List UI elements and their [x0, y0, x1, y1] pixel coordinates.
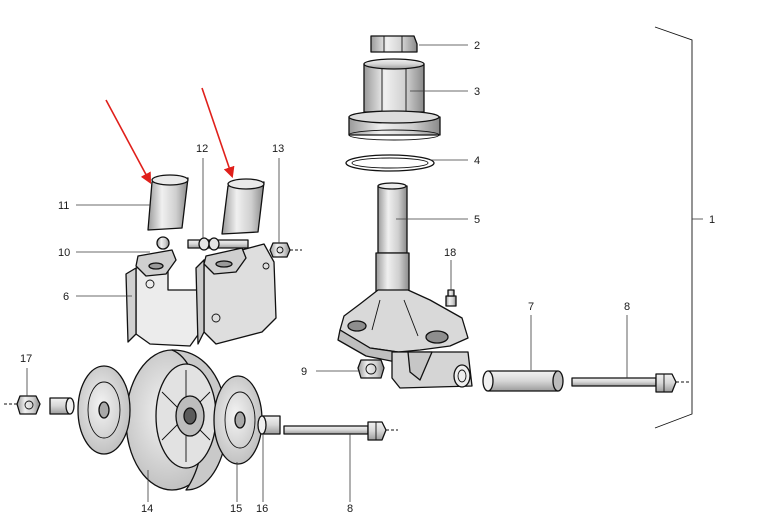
callout-7: 7 [528, 301, 534, 313]
part-15-hub-disc-left [77, 365, 131, 455]
part-8-axle-bolt-bottom [283, 421, 398, 441]
part-9-nut [357, 359, 385, 379]
part-7-spacer-tube [482, 370, 564, 392]
callout-1: 1 [709, 214, 715, 226]
callout-18: 18 [444, 247, 456, 259]
callout-17: 17 [20, 353, 32, 365]
part-2-hex-nut [370, 35, 418, 53]
part-15-hub-disc [213, 375, 263, 465]
assembly-bracket-1 [654, 26, 693, 429]
part-5-kingpin-shaft [375, 182, 410, 301]
leader-lines [26, 44, 703, 502]
callout-4: 4 [474, 155, 480, 167]
callout-3: 3 [474, 86, 480, 98]
callout-16: 16 [256, 503, 268, 515]
part-11-bumper-left [147, 174, 189, 231]
callout-2: 2 [474, 40, 480, 52]
swivel-fork-body [337, 289, 473, 389]
callout-6: 6 [63, 291, 69, 303]
callout-11: 11 [58, 200, 69, 212]
callout-12: 12 [196, 143, 208, 155]
callout-15: 15 [230, 503, 242, 515]
part-17-nut [4, 395, 75, 415]
part-3-bearing-housing [348, 58, 441, 141]
part-11-bumper-right [221, 178, 265, 235]
part-18-grease-fitting [445, 289, 457, 307]
part-8-axle-bolt-right [571, 373, 690, 393]
callout-8-bottom: 8 [347, 503, 353, 515]
callout-9: 9 [301, 366, 307, 378]
highlight-arrow-left [105, 99, 152, 184]
callout-14: 14 [141, 503, 153, 515]
callout-8-right: 8 [624, 301, 630, 313]
highlight-arrow-right [201, 87, 235, 179]
part-16-bushing [257, 415, 281, 435]
part-12-pin [187, 237, 249, 251]
callout-5: 5 [474, 214, 480, 226]
part-4-retaining-ring [345, 154, 435, 172]
part-10-nut-cup [135, 236, 247, 277]
callout-10: 10 [58, 247, 70, 259]
callout-13: 13 [272, 143, 284, 155]
part-14-wheel [125, 349, 229, 491]
part-13-nut [269, 242, 302, 258]
